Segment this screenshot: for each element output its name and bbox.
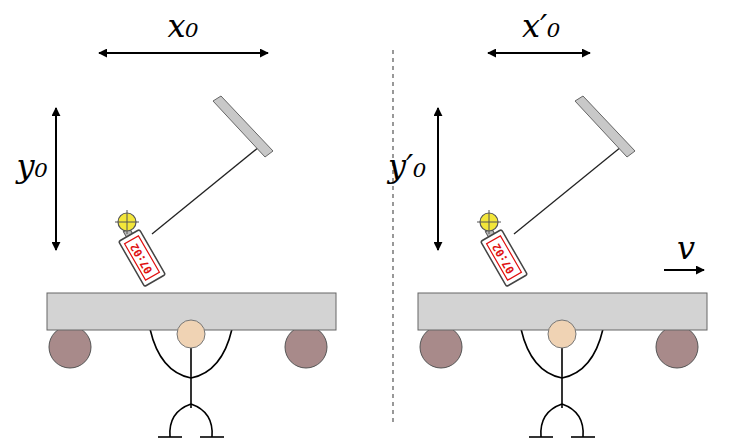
stopwatch bbox=[116, 224, 166, 286]
mirror bbox=[213, 96, 273, 157]
stopwatch-display bbox=[125, 236, 160, 280]
height-arrow bbox=[437, 108, 439, 250]
foot bbox=[158, 436, 182, 438]
body bbox=[190, 347, 192, 408]
divider bbox=[392, 50, 393, 425]
cart-and-person bbox=[47, 293, 336, 437]
light-source bbox=[477, 210, 501, 234]
dimension-label: x₀ bbox=[168, 10, 199, 42]
foot bbox=[529, 436, 553, 438]
cart-and-person bbox=[418, 293, 707, 437]
leg bbox=[562, 404, 583, 437]
leg bbox=[191, 404, 212, 437]
dimension-label: x′₀ bbox=[522, 10, 560, 42]
light-path bbox=[514, 147, 621, 234]
light-clock bbox=[115, 96, 273, 287]
stopwatch-body bbox=[119, 229, 166, 286]
person-head bbox=[177, 320, 205, 348]
width-arrow bbox=[99, 52, 268, 54]
leg bbox=[170, 404, 191, 437]
light-clock bbox=[477, 96, 635, 287]
velocity-label: v bbox=[677, 232, 695, 264]
wheel bbox=[49, 326, 91, 368]
leg bbox=[541, 404, 562, 437]
stopwatch-display bbox=[487, 236, 522, 280]
stopwatch-body bbox=[481, 229, 528, 286]
wheel bbox=[285, 326, 327, 368]
wheel bbox=[656, 326, 698, 368]
dimension-label: y′₀ bbox=[388, 150, 426, 182]
person-head bbox=[548, 320, 576, 348]
mirror bbox=[575, 96, 635, 157]
body bbox=[561, 347, 563, 408]
stopwatch bbox=[478, 224, 528, 286]
height-arrow bbox=[55, 108, 57, 250]
light-path bbox=[152, 147, 259, 234]
foot bbox=[571, 436, 595, 438]
velocity-arrow bbox=[664, 269, 704, 271]
wheel bbox=[420, 326, 462, 368]
dimension-label: y₀ bbox=[17, 150, 48, 182]
width-arrow bbox=[488, 52, 590, 54]
light-source bbox=[115, 210, 139, 234]
foot bbox=[200, 436, 224, 438]
